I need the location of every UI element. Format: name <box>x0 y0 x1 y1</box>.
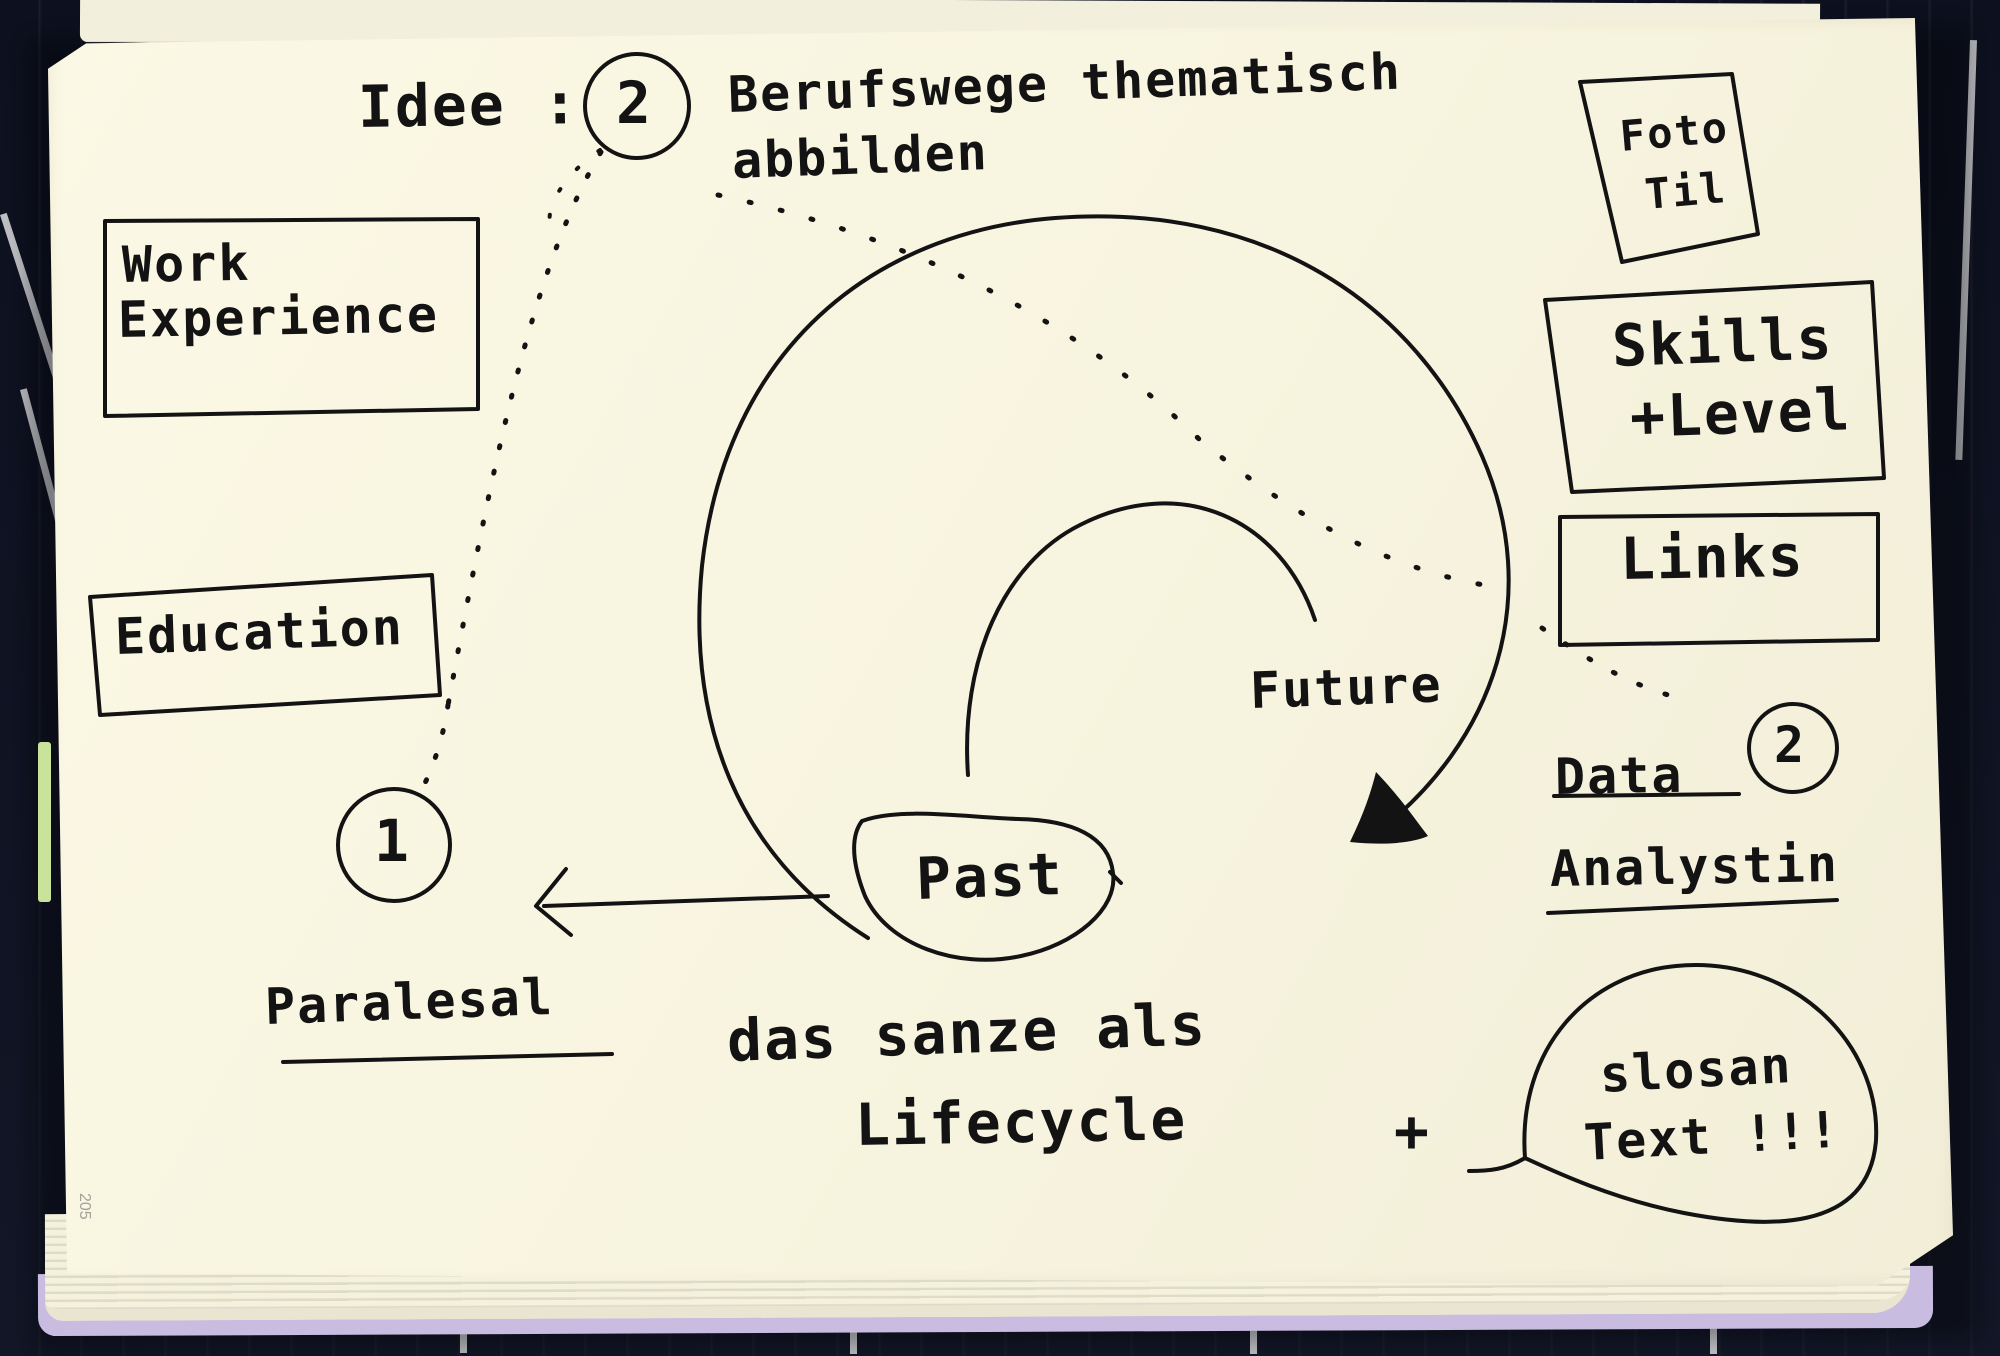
option-two-number: 2 <box>1774 716 1807 774</box>
idea-number: 2 <box>616 69 653 137</box>
past-ellipse-tail <box>1108 870 1123 885</box>
slogan-line-2: Text !!! <box>1582 1100 1842 1172</box>
photo-line-2: Til <box>1642 162 1729 219</box>
lifecycle-line-1: das sanze als <box>725 990 1208 1075</box>
dotted-connector-to-option-two <box>1539 625 1691 703</box>
option-one-circle <box>336 787 452 903</box>
photo-placeholder-box <box>1578 72 1760 264</box>
data-underline <box>1552 792 1741 798</box>
idea-line-2: abbilden <box>730 123 990 190</box>
dotted-connector-to-option-one <box>413 702 451 803</box>
links-box <box>1558 512 1880 647</box>
skills-level-box <box>1543 280 1886 494</box>
idea-number-circle <box>583 52 691 160</box>
future-inner-arc <box>965 501 1317 777</box>
slogan-speech-bubble <box>1522 963 1879 1224</box>
page-number: 205 <box>76 1193 93 1220</box>
work-experience-box <box>103 217 480 418</box>
arrow-to-paralegal-line <box>542 894 830 908</box>
large-lifecycle-arc <box>697 214 1511 940</box>
option-two-line-1: Data <box>1554 745 1684 806</box>
fabric-stripe <box>1710 1310 1717 1354</box>
dotted-connector-right <box>715 192 1487 588</box>
plus-sign: + <box>1394 1097 1431 1165</box>
future-label: Future <box>1248 655 1444 720</box>
arrow-to-paralegal-head <box>534 867 573 937</box>
option-one-label: Paralesal <box>263 967 555 1036</box>
education-box <box>88 573 442 717</box>
green-page-tab <box>38 742 51 902</box>
option-two-line-2: Analystin <box>1549 834 1840 898</box>
notebook-page <box>48 18 1953 1286</box>
work-experience-line-2: Experience <box>117 285 440 349</box>
slogan-line-1: slosan <box>1598 1035 1794 1104</box>
option-two-circle <box>1747 702 1839 794</box>
lifecycle-line-2: Lifecycle <box>854 1085 1188 1159</box>
past-label: Past <box>914 839 1065 913</box>
future-arrow-head <box>1350 772 1428 844</box>
option-one-number: 1 <box>374 807 411 875</box>
dotted-connector-left <box>445 149 604 708</box>
past-ellipse <box>852 811 1116 962</box>
education-label: Education <box>113 597 405 666</box>
skills-line-1: Skills <box>1610 304 1835 380</box>
paralegal-underline <box>281 1052 614 1064</box>
data-analyst-underline <box>1546 898 1839 915</box>
dotted-connector-idea <box>547 148 602 226</box>
idea-label: Idee : <box>357 69 581 141</box>
photo-line-1: Foto <box>1617 102 1731 161</box>
speech-bubble-tail <box>1467 1156 1527 1173</box>
skills-line-2: +Level <box>1628 375 1853 451</box>
links-label: Links <box>1619 521 1806 593</box>
work-experience-line-1: Work <box>121 233 251 294</box>
fabric-stripe <box>1250 1308 1257 1354</box>
